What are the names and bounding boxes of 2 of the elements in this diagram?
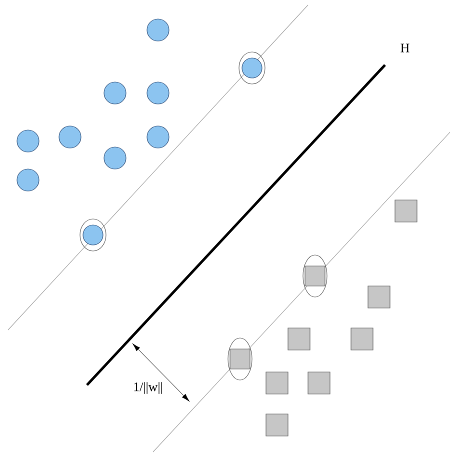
axis-label: 1/||w|| bbox=[134, 382, 162, 394]
axis-label: H bbox=[400, 44, 410, 52]
